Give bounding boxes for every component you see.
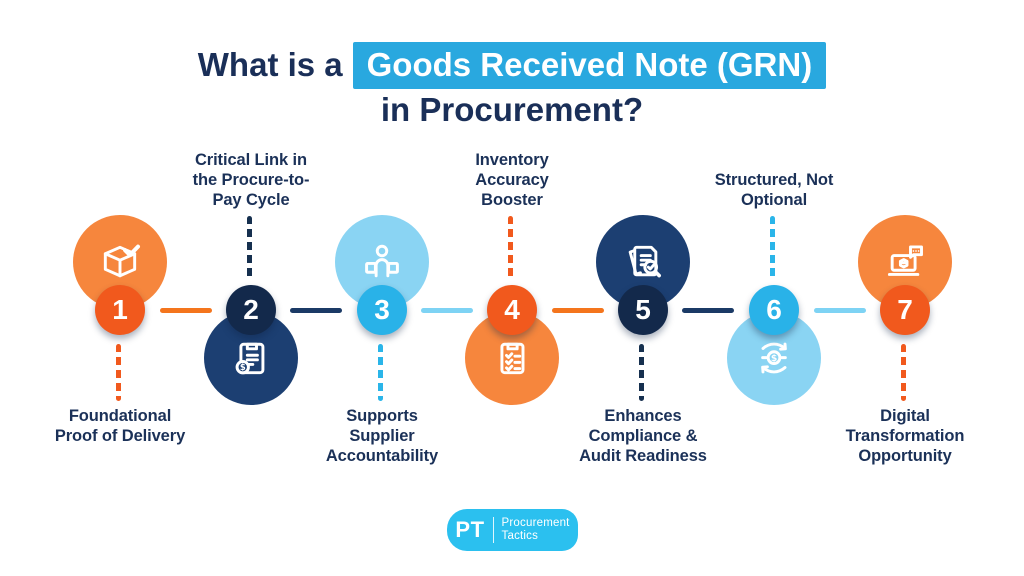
step-6-label: Structured, Not Optional (714, 171, 834, 209)
step-1-label: Foundational Proof of Delivery (54, 407, 186, 445)
step-number: 5 (635, 294, 651, 325)
title-highlight: Goods Received Note (GRN) (352, 42, 827, 89)
connector-2-3 (290, 308, 342, 313)
step-5-number-badge: 5 (618, 285, 668, 335)
step-7-dashed-line (901, 344, 906, 401)
checklist-icon (500, 342, 525, 375)
connector-3-4 (421, 308, 473, 313)
clipboard-dollar-icon: $ (235, 342, 265, 375)
step-2: Critical Link in the Procure-to- Pay Cyc… (176, 140, 326, 485)
delivery-person-icon (365, 244, 399, 278)
step-number: 6 (766, 294, 782, 325)
connector-4-5 (552, 308, 604, 313)
document-audit-icon (628, 245, 661, 278)
connector-6-7 (814, 308, 866, 313)
step-3-label: Supports Supplier Accountability (325, 407, 439, 465)
step-5-dashed-line (639, 344, 644, 401)
step-6-dashed-line (770, 216, 775, 280)
connector-5-6 (682, 308, 734, 313)
step-5: 5 Enhances Compliance & Audit Readiness (568, 140, 718, 485)
step-5-label: Enhances Compliance & Audit Readiness (579, 407, 707, 465)
step-number: 7 (897, 294, 913, 325)
title-prefix: What is a (197, 46, 343, 83)
step-3-number-badge: 3 (357, 285, 407, 335)
step-6: Structured, Not Optional 6 $ (699, 140, 849, 485)
step-2-number-badge: 2 (226, 285, 276, 335)
step-6-number-badge: 6 (749, 285, 799, 335)
step-number: 3 (374, 294, 390, 325)
hands-money-icon: $ (761, 342, 787, 374)
logo-name-line2: Tactics (501, 530, 539, 542)
step-2-label: Critical Link in the Procure-to- Pay Cyc… (192, 151, 310, 209)
step-4: Inventory Accuracy Booster 4 (437, 140, 587, 485)
step-number: 1 (112, 294, 128, 325)
step-7-icon-circle (858, 215, 952, 309)
package-check-icon (103, 244, 140, 278)
title-line-2: in Procurement? (380, 91, 644, 128)
step-4-number-badge: 4 (487, 285, 537, 335)
svg-text:$: $ (771, 353, 777, 364)
step-1-dashed-line (116, 344, 121, 401)
step-number: 4 (504, 294, 520, 325)
step-4-label: Inventory Accuracy Booster (475, 151, 549, 209)
logo-divider (492, 517, 494, 543)
logo-name: Procurement Tactics (502, 517, 570, 543)
step-2-dashed-line (247, 216, 252, 280)
step-3-dashed-line (378, 344, 383, 401)
step-1-number-badge: 1 (95, 285, 145, 335)
laptop-chat-icon (887, 245, 923, 276)
logo-name-line1: Procurement (501, 517, 570, 529)
step-number: 2 (243, 294, 259, 325)
step-7: 7 Digital Transformation Opportunity (830, 140, 980, 485)
connector-1-2 (160, 308, 212, 313)
step-7-number-badge: 7 (880, 285, 930, 335)
step-7-label: Digital Transformation Opportunity (845, 407, 965, 465)
step-3: 3 Supports Supplier Accountability (307, 140, 457, 485)
step-4-dashed-line (508, 216, 513, 280)
step-1: 1 Foundational Proof of Delivery (45, 140, 195, 485)
logo-abbr: PT (455, 517, 485, 542)
procurement-tactics-logo: PT Procurement Tactics (447, 509, 578, 551)
svg-text:$: $ (240, 362, 246, 372)
